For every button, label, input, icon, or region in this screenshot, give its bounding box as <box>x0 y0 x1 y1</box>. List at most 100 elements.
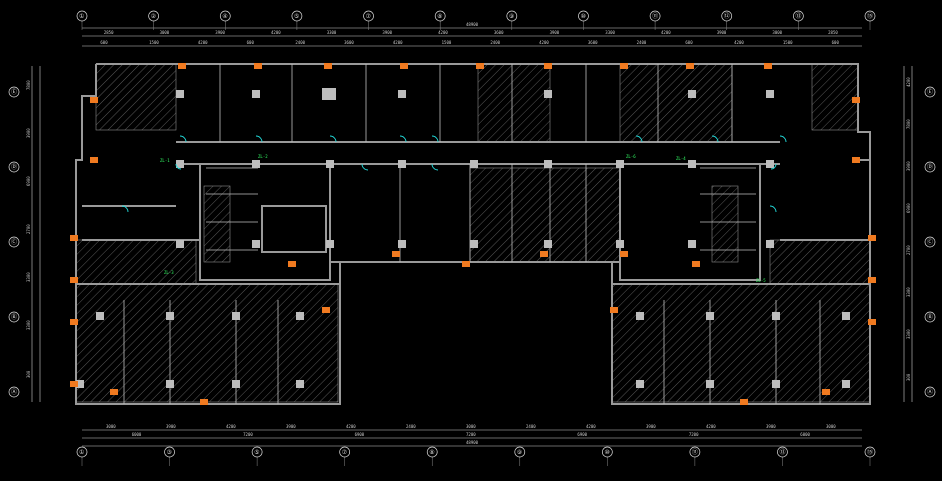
axis-label: ⑤ <box>254 449 259 456</box>
dimension-text: 3300 <box>327 30 337 35</box>
dimension-text: 3900 <box>26 128 31 138</box>
axis-label: ⑧ <box>429 449 434 456</box>
dimension-text: 3900 <box>286 424 296 429</box>
outline-west <box>75 64 341 405</box>
column <box>842 312 850 320</box>
dimension-text: 2400 <box>295 40 305 45</box>
axis-bubble <box>164 446 175 458</box>
tag-text: ZL-2 <box>258 154 268 159</box>
axis-bubble <box>864 446 876 458</box>
dimension-text: 7800 <box>906 119 911 129</box>
axis-label: ⑤ <box>294 13 299 20</box>
column <box>688 90 696 98</box>
hatch-nw-corner <box>95 63 177 131</box>
hatched-areas <box>75 63 871 403</box>
marker <box>620 63 628 69</box>
axis-bubble <box>76 10 88 22</box>
axis-label: ⑬ <box>795 12 801 20</box>
axis-label: Ⓔ <box>927 88 933 96</box>
column <box>706 380 714 388</box>
axis-bubble <box>601 446 613 458</box>
axis-bubble <box>924 161 936 173</box>
marker <box>476 63 484 69</box>
marker <box>610 307 618 313</box>
dimension-total: 48900 <box>466 22 479 27</box>
axis-bubble <box>506 10 518 22</box>
west-core-box <box>199 164 331 281</box>
axis-label: ① <box>79 449 84 456</box>
column <box>772 312 780 320</box>
marker <box>178 63 186 69</box>
axis-label: Ⓑ <box>927 313 933 321</box>
marker <box>544 63 552 69</box>
marker <box>740 399 748 405</box>
dimension-text: 300 <box>906 373 911 381</box>
axis-label: Ⓒ <box>927 238 933 246</box>
dimension-text: 6000 <box>132 432 142 437</box>
axis-bubble <box>514 446 526 458</box>
dimension-text: 4200 <box>906 77 911 87</box>
column <box>842 380 850 388</box>
column <box>166 380 174 388</box>
hatch-ne-corner <box>811 63 859 131</box>
axis-bubble <box>8 311 20 323</box>
dimension-text: 3600 <box>494 30 504 35</box>
dimension-text: 3900 <box>906 161 911 171</box>
column <box>326 240 334 248</box>
column <box>616 240 624 248</box>
axis-bubble <box>689 446 701 458</box>
column <box>636 380 644 388</box>
dimension-text: 3900 <box>717 30 727 35</box>
dimension-text: 3300 <box>26 320 31 330</box>
axis-bubble <box>426 446 438 458</box>
marker <box>70 235 78 241</box>
dimension-text: 1500 <box>149 40 159 45</box>
column <box>470 160 478 168</box>
tag-text: ZL-3 <box>164 270 174 275</box>
column <box>544 240 552 248</box>
column <box>772 380 780 388</box>
marker <box>822 389 830 395</box>
hatch-north-center-left <box>477 63 551 143</box>
axis-bubble <box>434 10 446 22</box>
column <box>176 240 184 248</box>
east-rooms-split <box>612 239 870 285</box>
dimension-texts: 48900 2850 3000 3900 4200 3300 3900 4200 3600 390… <box>26 22 911 445</box>
marker <box>110 389 118 395</box>
dimension-text: 4200 <box>438 30 448 35</box>
dimension-text: 4200 <box>734 40 744 45</box>
axis-bubble <box>8 86 20 98</box>
marker <box>868 277 876 283</box>
column <box>544 160 552 168</box>
marker <box>620 251 628 257</box>
column <box>296 380 304 388</box>
axis-label: ⑩ <box>604 449 609 456</box>
hatch-east-wing <box>611 283 871 403</box>
axis-label: ⑧ <box>437 13 442 20</box>
axis-bubble <box>8 236 20 248</box>
column <box>166 312 174 320</box>
column <box>252 90 260 98</box>
axis-bubble <box>8 386 20 398</box>
column <box>706 312 714 320</box>
axis-label: ① <box>79 13 84 20</box>
dimension-text: 1500 <box>442 40 452 45</box>
column <box>326 160 334 168</box>
dimension-text: 2400 <box>406 424 416 429</box>
column <box>252 240 260 248</box>
axis-label: Ⓓ <box>927 163 933 171</box>
doors <box>121 135 787 213</box>
hatch-north-center-right <box>619 63 733 143</box>
dimension-text: 4200 <box>198 40 208 45</box>
orange-markers <box>70 63 876 405</box>
column <box>176 90 184 98</box>
column <box>76 380 84 388</box>
axis-label: ⑨ <box>517 449 522 456</box>
column <box>296 312 304 320</box>
dimension-text: 2850 <box>104 30 114 35</box>
column <box>252 160 260 168</box>
axis-label: ④ <box>222 13 227 20</box>
dimension-text: 4200 <box>706 424 716 429</box>
dimension-text: 3000 <box>160 30 170 35</box>
